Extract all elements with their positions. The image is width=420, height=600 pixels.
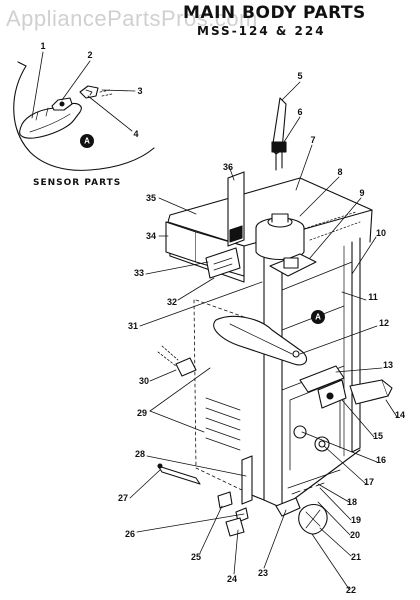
callout-29: 29 <box>136 408 148 418</box>
inset-leader-lines <box>31 51 136 132</box>
watermark: AppliancePartsPros.com <box>6 6 258 31</box>
callout-19: 19 <box>350 515 362 525</box>
callout-14: 14 <box>394 410 406 420</box>
marker-a-inset <box>80 134 94 148</box>
callout-1: 1 <box>40 41 46 51</box>
callout-34: 34 <box>145 231 157 241</box>
callout-21: 21 <box>350 552 362 562</box>
callout-5: 5 <box>297 71 303 81</box>
callout-16: 16 <box>375 455 387 465</box>
callout-28: 28 <box>134 449 146 459</box>
callout-2: 2 <box>87 50 93 60</box>
callout-3: 3 <box>137 86 143 96</box>
callout-18: 18 <box>346 497 358 507</box>
diagram-title: MAIN BODY PARTS <box>183 3 366 23</box>
callout-30: 30 <box>138 376 150 386</box>
callout-9: 9 <box>359 188 365 198</box>
control-panel-box <box>165 171 245 279</box>
callout-31: 31 <box>127 321 139 331</box>
callout-32: 32 <box>166 297 178 307</box>
callout-23: 23 <box>257 568 269 578</box>
callout-24: 24 <box>226 574 238 584</box>
callout-4: 4 <box>133 129 139 139</box>
callout-7: 7 <box>310 135 316 145</box>
callout-13: 13 <box>382 360 394 370</box>
callout-10: 10 <box>375 228 387 238</box>
callout-15: 15 <box>372 431 384 441</box>
diagram-subtitle: MSS-124 & 224 <box>197 24 326 38</box>
callout-17: 17 <box>363 477 375 487</box>
callout-35: 35 <box>145 193 157 203</box>
callout-leader-lines <box>129 81 398 590</box>
callout-27: 27 <box>117 493 129 503</box>
motor-assembly <box>255 97 317 277</box>
callout-36: 36 <box>222 162 234 172</box>
callout-33: 33 <box>133 268 145 278</box>
callout-26: 26 <box>124 529 136 539</box>
marker-a-main <box>311 310 325 324</box>
marker-a-main-label: A <box>315 312 321 322</box>
bottom-parts <box>157 345 341 537</box>
callout-22: 22 <box>345 585 357 595</box>
marker-a-inset-label: A <box>84 136 90 146</box>
callout-11: 11 <box>368 292 378 302</box>
door-interlock-parts <box>213 315 393 452</box>
callout-12: 12 <box>378 318 390 328</box>
callout-8: 8 <box>337 167 343 177</box>
callout-20: 20 <box>349 530 361 540</box>
sensor-parts-inset <box>13 61 155 171</box>
callout-6: 6 <box>297 107 303 117</box>
sensor-parts-caption: SENSOR PARTS <box>33 178 122 188</box>
callout-25: 25 <box>190 552 202 562</box>
